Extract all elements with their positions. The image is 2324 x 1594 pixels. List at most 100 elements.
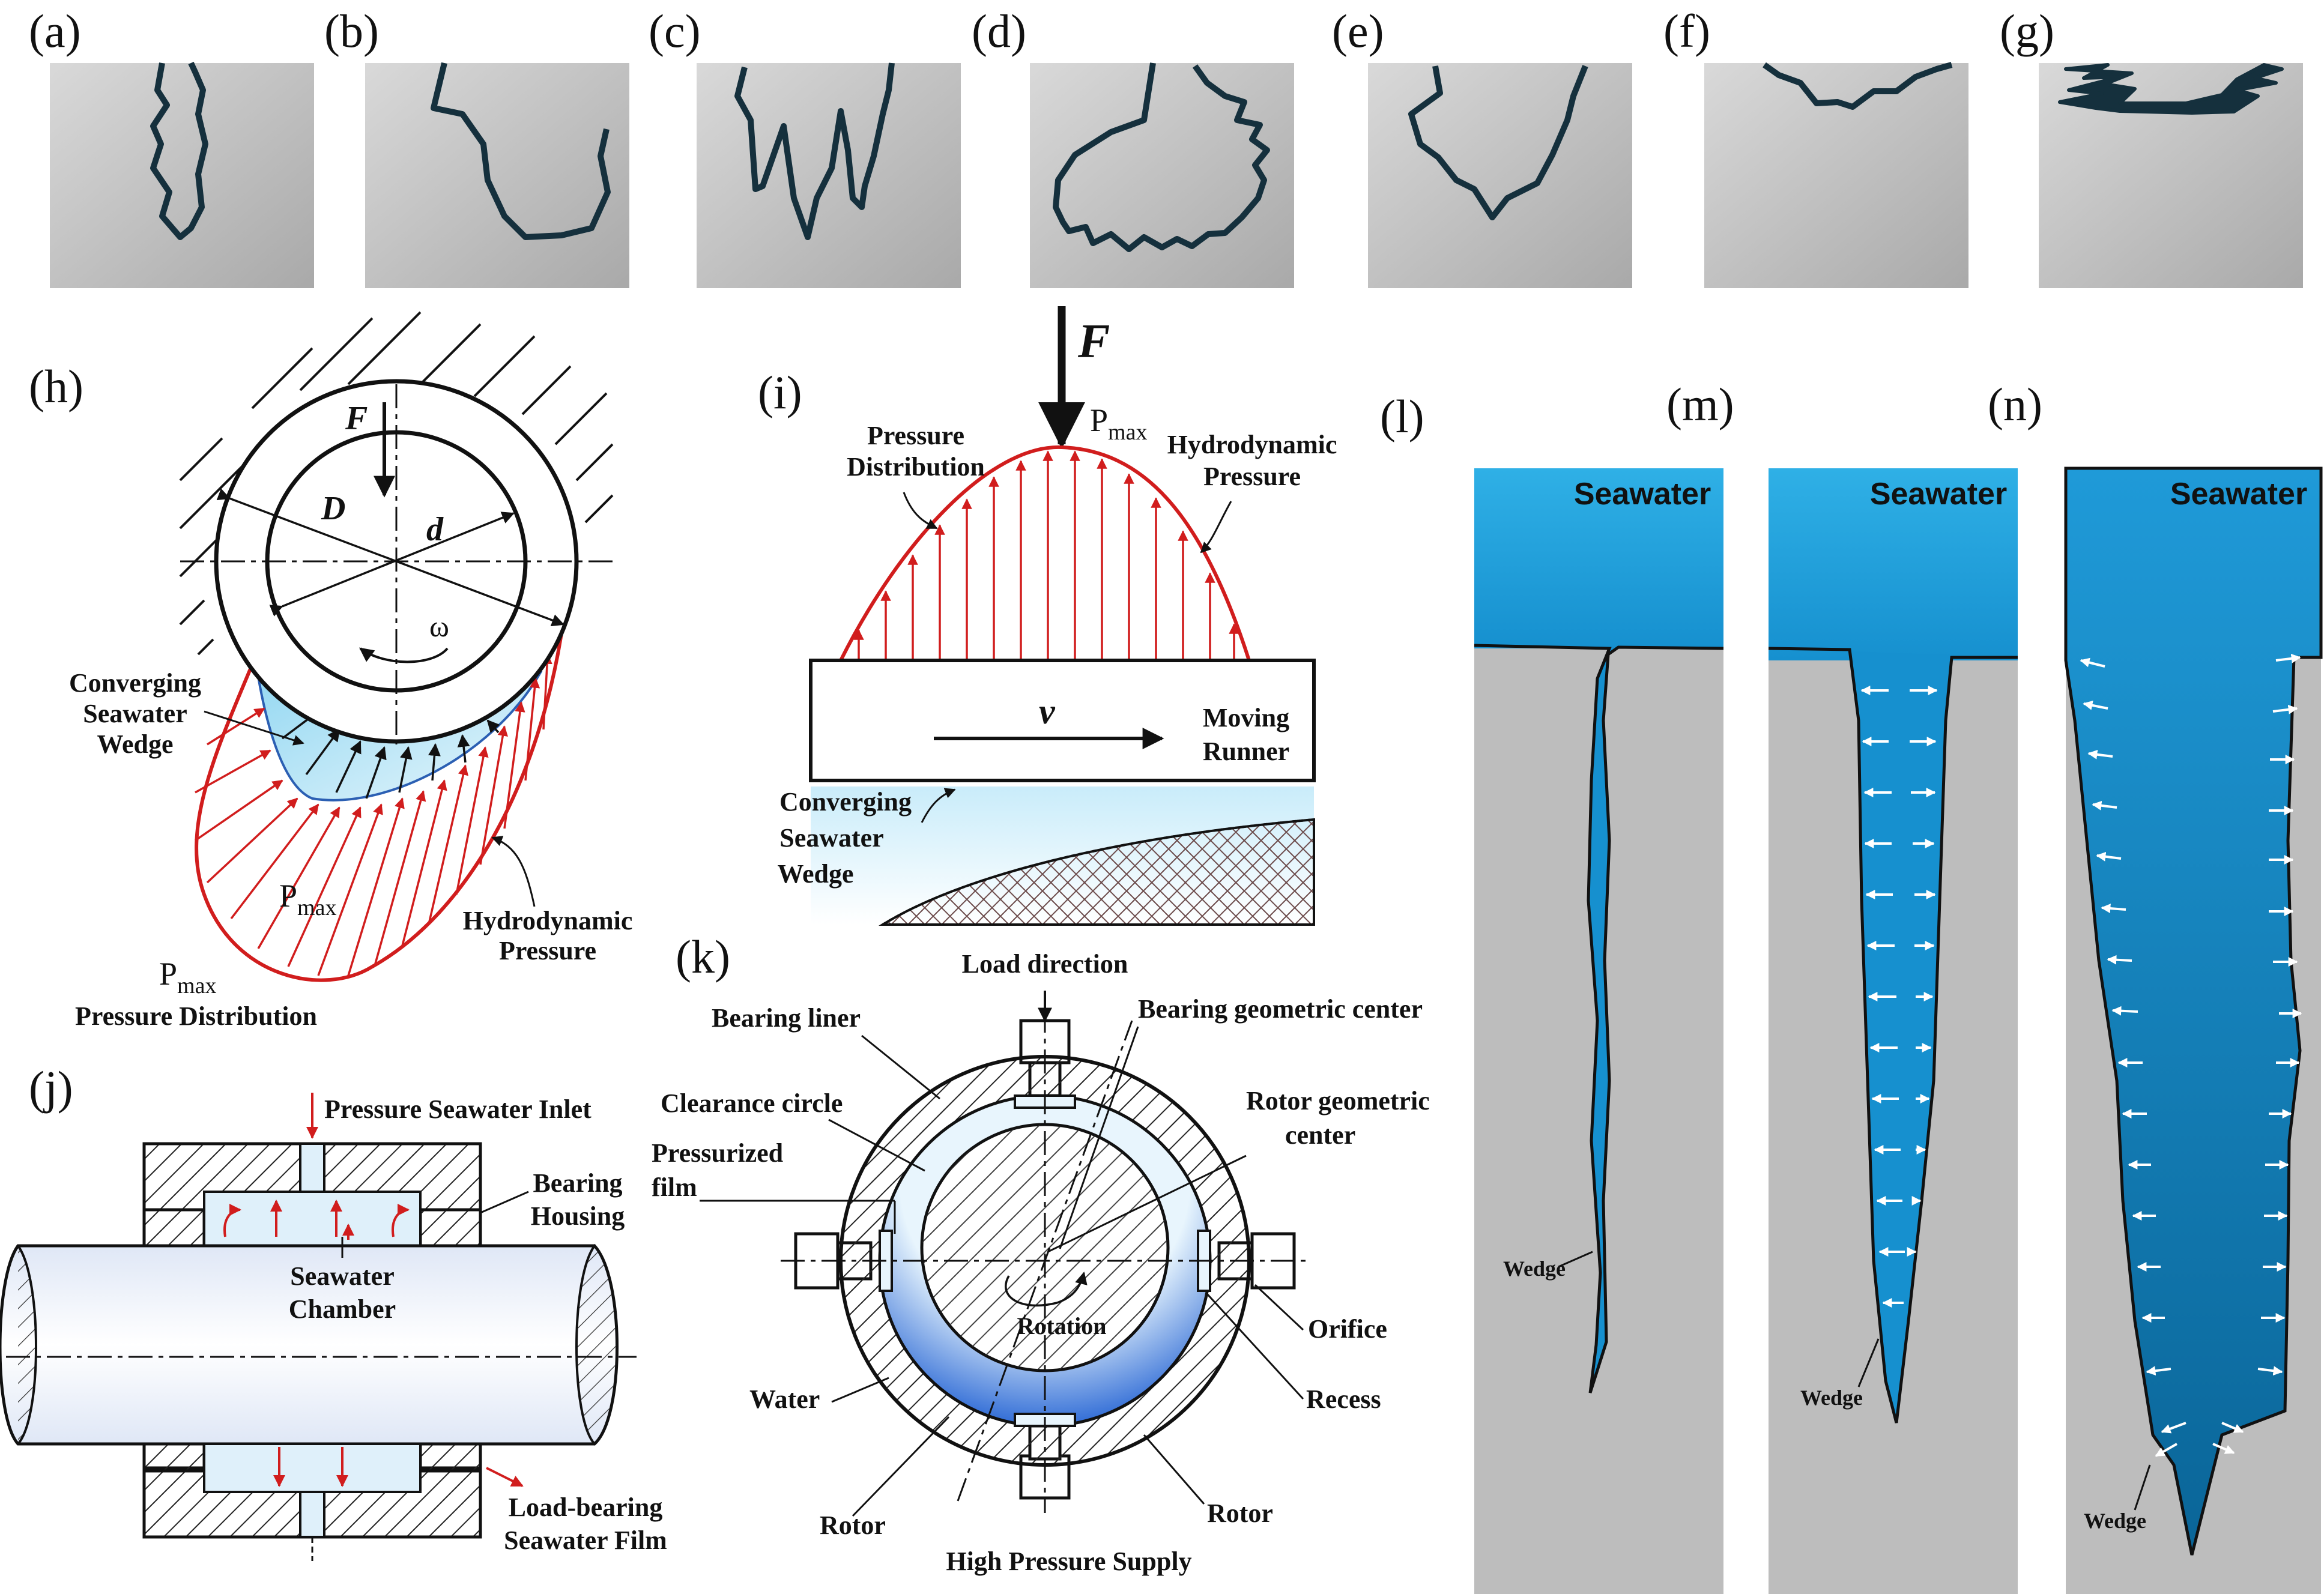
wedge-leader-l xyxy=(1558,1251,1593,1268)
film-label-line1: Load-bearing xyxy=(509,1493,663,1522)
clearance-label: Clearance circle xyxy=(661,1088,843,1118)
panel-label-c: (c) xyxy=(649,5,701,57)
curl-arrow-left xyxy=(223,1204,241,1237)
chamber-label-line2: Chamber xyxy=(289,1294,396,1324)
shaft-left-section xyxy=(17,1245,37,1445)
panel-j: (j) Pressure Seawater Inlet xyxy=(0,1061,667,1561)
specimen-f xyxy=(1704,63,1968,288)
crack-outline-a xyxy=(150,61,208,240)
pd-leader-i xyxy=(903,492,938,530)
panel-label-g: (g) xyxy=(2000,5,2054,57)
crack-outline-d xyxy=(1053,62,1270,252)
runner-label-line1: Moving xyxy=(1203,703,1289,732)
specimen-d xyxy=(1030,63,1294,288)
bgc-leader xyxy=(1059,1026,1139,1249)
crack-l xyxy=(1474,644,1724,1393)
panel-label-k: (k) xyxy=(676,931,730,983)
panel-i: (i) F Pmax Pressure Distribution Hydrody… xyxy=(758,306,1337,926)
rgc-leader xyxy=(1047,1155,1247,1253)
inlet-label: Pressure Seawater Inlet xyxy=(324,1094,592,1124)
load-label: Load direction xyxy=(962,949,1128,979)
runner-label-line2: Runner xyxy=(1203,737,1289,766)
supply-label: High Pressure Supply xyxy=(946,1547,1191,1576)
rotor-right-label: Rotor xyxy=(1207,1499,1273,1528)
crack-m xyxy=(1768,647,2018,1423)
panel-d: (d) xyxy=(972,5,1294,288)
inner-diameter-label: d xyxy=(426,511,444,548)
rotation-arrow-k xyxy=(1005,1271,1088,1307)
bgc-label: Bearing geometric center xyxy=(1138,994,1423,1024)
pressure-distribution-label: Pressure Distribution xyxy=(75,1001,317,1031)
recess-leader xyxy=(1206,1293,1304,1400)
specimen-b xyxy=(365,63,629,288)
pd-label-line1-i: Pressure xyxy=(867,421,964,450)
wedge-leader-n xyxy=(2134,1464,2151,1511)
panel-label-n: (n) xyxy=(1988,378,2042,430)
panel-a: (a) xyxy=(29,5,314,288)
panel-k: (k) Rotatio xyxy=(652,931,1430,1576)
crack-outline-c xyxy=(734,62,895,240)
pad-surface xyxy=(882,818,1315,926)
pressure-arrows xyxy=(195,653,552,976)
wedge-label-l: Wedge xyxy=(1503,1257,1566,1281)
specimen-e xyxy=(1368,63,1632,288)
lower-liner-left xyxy=(142,1442,206,1473)
liner-leader xyxy=(861,1034,940,1100)
hydro-label-line2: Pressure xyxy=(499,936,596,965)
panel-f: (f) xyxy=(1663,5,1968,288)
hydro-leader xyxy=(491,836,536,907)
clearance-leader xyxy=(828,1119,925,1172)
liner-label: Bearing liner xyxy=(712,1003,861,1033)
curl-arrow-right xyxy=(392,1204,410,1237)
wedge-label-n: Wedge xyxy=(2084,1509,2146,1533)
pressure-arrows-m xyxy=(1860,686,1938,1308)
panel-label-h: (h) xyxy=(29,360,83,412)
wedge-label-line1: Converging xyxy=(69,668,201,698)
hydro-label-line1-i: Hydrodynamic xyxy=(1167,430,1337,459)
rgc-label-line1: Rotor geometric xyxy=(1246,1086,1430,1115)
crack-outline-f xyxy=(1763,62,1953,110)
panel-c: (c) xyxy=(649,5,961,288)
wedge-label-m: Wedge xyxy=(1800,1386,1863,1410)
panel-label-b: (b) xyxy=(324,5,379,57)
wedge-label-line3-i: Wedge xyxy=(777,859,853,889)
film-label-line2: Seawater Film xyxy=(504,1526,667,1555)
pfilm-label-line2: film xyxy=(652,1173,697,1202)
panel-h: (h) xyxy=(29,311,633,1031)
wedge-label-line2: Seawater xyxy=(83,699,187,728)
upper-liner-left xyxy=(142,1208,206,1248)
panel-g: (g) xyxy=(2000,5,2303,288)
pmax-label-i: Pmax xyxy=(1090,402,1147,445)
lower-inlet-port xyxy=(299,1491,325,1538)
upper-liner-right xyxy=(419,1208,482,1248)
wedge-label-line3: Wedge xyxy=(97,729,173,759)
wedge-label-line2-i: Seawater xyxy=(779,823,884,853)
housing-label-line1: Bearing xyxy=(533,1168,622,1198)
rgc-label-line2: center xyxy=(1285,1120,1355,1150)
hydro-label-line1: Hydrodynamic xyxy=(463,906,633,935)
housing-hatching xyxy=(179,311,614,656)
panel-label-a: (a) xyxy=(29,5,81,57)
panel-label-m: (m) xyxy=(1666,378,1734,430)
panel-label-f: (f) xyxy=(1663,5,1710,57)
pressure-arrows-i xyxy=(853,450,1239,660)
lower-liner-right xyxy=(419,1442,482,1473)
recess-label: Recess xyxy=(1306,1384,1381,1414)
seawater-m xyxy=(1769,468,2018,660)
wedge-leader-m xyxy=(1857,1338,1880,1387)
orifice-leader xyxy=(1254,1284,1304,1331)
force-label-i: F xyxy=(1077,315,1110,368)
panel-label-e: (e) xyxy=(1332,5,1384,57)
rotor-right-leader xyxy=(1143,1434,1205,1505)
panel-e: (e) xyxy=(1332,5,1632,288)
wedge-label-line1-i: Converging xyxy=(779,787,912,817)
panel-l: (l) Seawater Wedge xyxy=(1380,390,1724,1594)
water-label: Water xyxy=(749,1384,820,1414)
pressure-curve-i xyxy=(839,445,1251,662)
seawater-flow-arrows xyxy=(270,1093,524,1487)
lower-seawater-chamber xyxy=(203,1443,422,1493)
seawater-label-l: Seawater xyxy=(1574,477,1711,512)
diameter-d-arrow xyxy=(269,512,515,617)
pd-label-line2-i: Distribution xyxy=(847,452,985,482)
seawater-label-m: Seawater xyxy=(1870,477,2007,512)
